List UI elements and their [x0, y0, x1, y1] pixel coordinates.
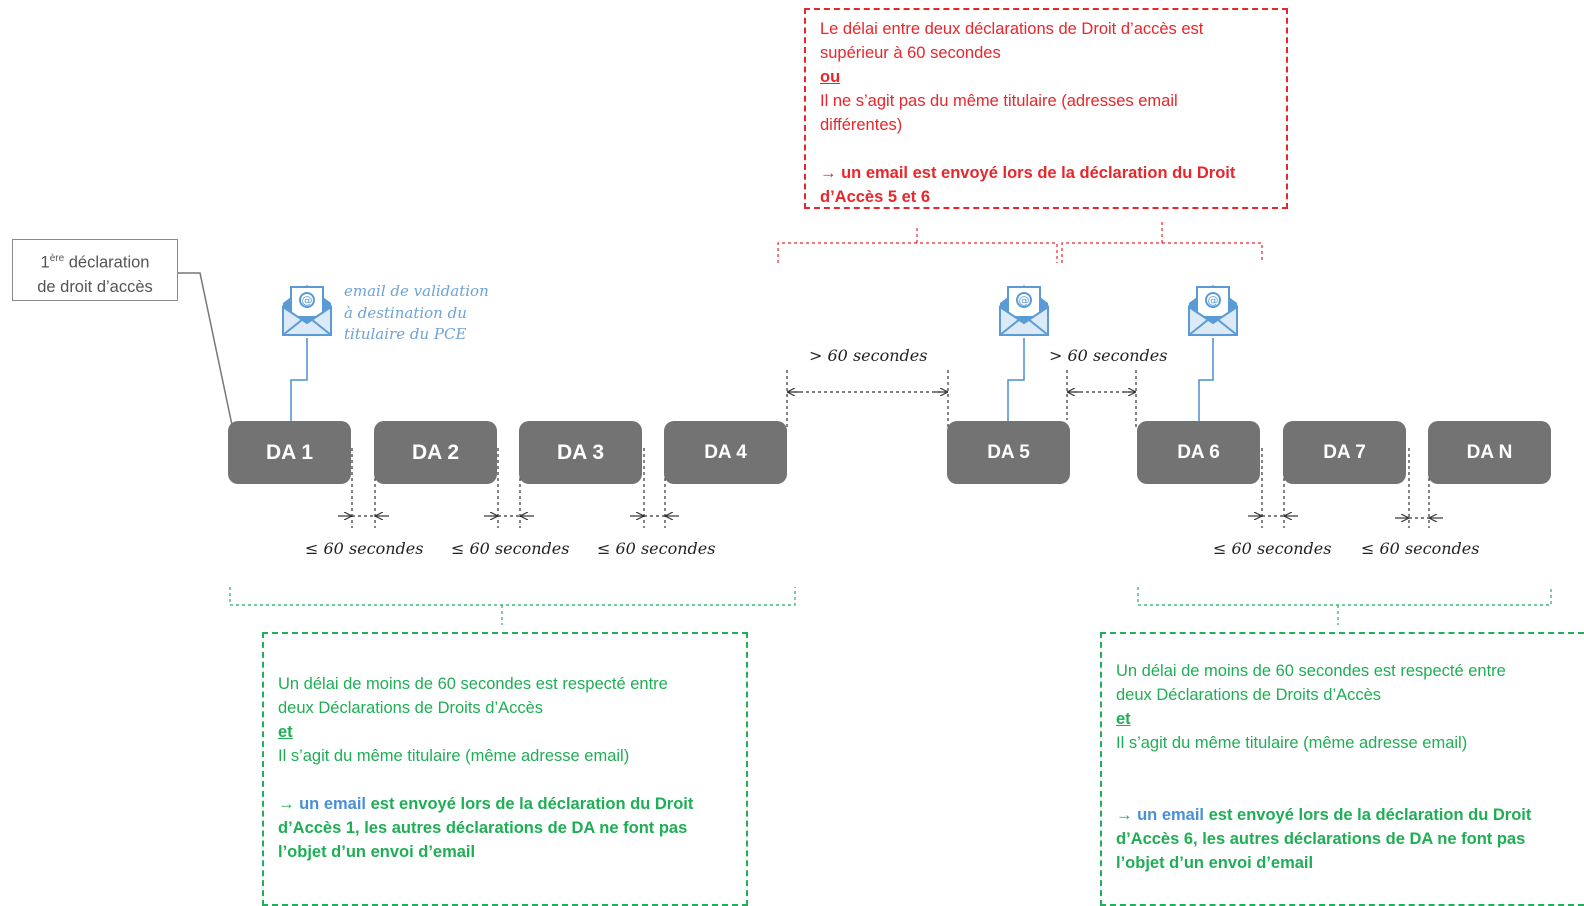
- red-arrow: →: [820, 164, 837, 182]
- callout-leader-line: [178, 272, 233, 426]
- gap-label-1: ≤ 60 secondes: [305, 539, 423, 558]
- green-right-conclusion1: est envoyé lors de la déclaration du Dro…: [1204, 806, 1532, 824]
- red-brackets: [777, 222, 1263, 263]
- green-right-line3: Il s’agit du même titulaire (même adress…: [1116, 734, 1468, 752]
- callout-line2: de droit d’accès: [37, 277, 153, 296]
- gap-text: 60 secondes: [615, 539, 716, 558]
- svg-text:@: @: [1208, 294, 1219, 307]
- gap-markers-small: [338, 448, 1443, 528]
- green-right-and: et: [1116, 710, 1131, 728]
- da-box-3: DA 3: [519, 421, 642, 484]
- green-left-arrow: →: [278, 795, 295, 813]
- email-note-line3: titulaire du PCE: [344, 325, 467, 343]
- le-symbol: ≤: [597, 539, 611, 558]
- le-symbol: ≤: [451, 539, 465, 558]
- email-open-icon: @: [282, 285, 332, 336]
- gap-label-large-2: > 60 secondes: [1049, 346, 1167, 365]
- da-box-4: DA 4: [664, 421, 787, 484]
- first-declaration-callout: 1ère déclaration de droit d’accès: [12, 239, 178, 301]
- da-box-1: DA 1: [228, 421, 351, 484]
- green-right-line2: deux Déclarations de Droits d’Accès: [1116, 686, 1382, 704]
- da-box-5: DA 5: [947, 421, 1070, 484]
- gap-label-2: ≤ 60 secondes: [451, 539, 569, 558]
- gt-symbol: >: [809, 346, 823, 365]
- green-right-arrow: →: [1116, 806, 1133, 824]
- connector-da1: [290, 338, 308, 421]
- gap-text: 60 secondes: [323, 539, 424, 558]
- da-box-2: DA 2: [374, 421, 497, 484]
- callout-line1: déclaration: [64, 253, 150, 272]
- green-left-line3: Il s’agit du même titulaire (même adress…: [278, 747, 630, 765]
- email-validation-note: email de validation à destination du tit…: [344, 281, 489, 346]
- svg-text:@: @: [302, 294, 313, 307]
- green-condition-box-left: Un délai de moins de 60 secondes est res…: [262, 632, 748, 906]
- green-left-conclusion2: d’Accès 1, les autres déclarations de DA…: [278, 819, 688, 837]
- gap-markers-large: [786, 370, 1137, 428]
- gap-text: 60 secondes: [1067, 346, 1168, 365]
- green-left-and: et: [278, 723, 293, 741]
- connector-da6: [1198, 338, 1214, 421]
- red-or: ou: [820, 68, 841, 86]
- svg-text:@: @: [1019, 294, 1030, 307]
- gap-text: 60 secondes: [1231, 539, 1332, 558]
- gap-label-7: ≤ 60 secondes: [1361, 539, 1479, 558]
- email-note-line2: à destination du: [344, 303, 467, 322]
- green-right-email-word: un email: [1132, 806, 1205, 824]
- gap-label-6: ≤ 60 secondes: [1213, 539, 1331, 558]
- green-right-conclusion3: l’objet d’un envoi d’email: [1116, 854, 1314, 872]
- gap-text: 60 secondes: [827, 346, 928, 365]
- callout-prefix: 1: [40, 253, 50, 272]
- le-symbol: ≤: [1361, 539, 1375, 558]
- email-open-icon: @: [999, 285, 1049, 336]
- le-symbol: ≤: [1213, 539, 1227, 558]
- callout-sup: ère: [49, 253, 65, 264]
- green-right-conclusion2: d’Accès 6, les autres déclarations de DA…: [1116, 830, 1526, 848]
- gt-symbol: >: [1049, 346, 1063, 365]
- email-open-icon: @: [1188, 285, 1238, 336]
- gap-label-3: ≤ 60 secondes: [597, 539, 715, 558]
- red-line3: Il ne s’agit pas du même titulaire (adre…: [820, 92, 1178, 110]
- green-left-line1: Un délai de moins de 60 secondes est res…: [278, 675, 668, 693]
- le-symbol: ≤: [305, 539, 319, 558]
- gap-text: 60 secondes: [1379, 539, 1480, 558]
- green-left-conclusion1: est envoyé lors de la déclaration du Dro…: [366, 795, 694, 813]
- red-line1: Le délai entre deux déclarations de Droi…: [820, 20, 1204, 38]
- da-box-6: DA 6: [1137, 421, 1260, 484]
- red-line4: différentes): [820, 116, 903, 134]
- da-box-7: DA 7: [1283, 421, 1406, 484]
- green-left-conclusion3: l’objet d’un envoi d’email: [278, 843, 476, 861]
- red-line2: supérieur à 60 secondes: [820, 44, 1001, 62]
- red-conclusion2: d’Accès 5 et 6: [820, 188, 931, 206]
- email-note-line1: email de validation: [344, 282, 489, 300]
- gap-label-large-1: > 60 secondes: [809, 346, 927, 365]
- green-left-line2: deux Déclarations de Droits d’Accès: [278, 699, 544, 717]
- green-condition-box-right: Un délai de moins de 60 secondes est res…: [1100, 632, 1584, 906]
- green-right-line1: Un délai de moins de 60 secondes est res…: [1116, 662, 1506, 680]
- green-left-email-word: un email: [294, 795, 367, 813]
- gap-text: 60 secondes: [469, 539, 570, 558]
- red-condition-box: Le délai entre deux déclarations de Droi…: [804, 8, 1288, 209]
- green-brackets: [229, 587, 1552, 625]
- red-conclusion1: un email est envoyé lors de la déclarati…: [836, 164, 1236, 182]
- connector-da5: [1007, 338, 1025, 421]
- da-box-n: DA N: [1428, 421, 1551, 484]
